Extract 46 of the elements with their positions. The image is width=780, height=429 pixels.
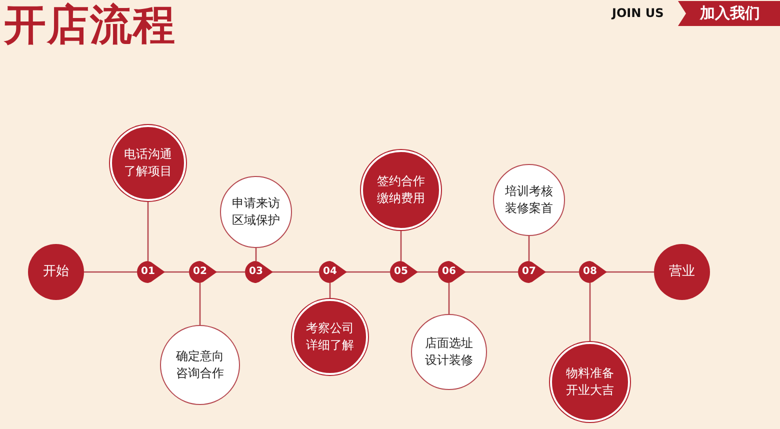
connector-line xyxy=(329,283,331,299)
connector-line xyxy=(605,271,654,273)
step-number-marker xyxy=(438,261,466,283)
connector-line xyxy=(84,271,137,273)
step-number-marker xyxy=(319,261,347,283)
title: 开店流程 xyxy=(4,2,176,48)
connector-line xyxy=(255,248,257,261)
connector-line xyxy=(544,271,579,273)
step-number: 05 xyxy=(394,264,408,279)
connector-line xyxy=(147,201,149,261)
connector-line xyxy=(464,271,518,273)
connector-line xyxy=(448,283,450,314)
step-number: 01 xyxy=(141,264,155,279)
connector-line xyxy=(589,283,591,342)
connector-line xyxy=(215,271,245,273)
step-text: 电话沟通了解项目 xyxy=(122,146,173,180)
step-number: 07 xyxy=(522,264,536,279)
step-number-marker xyxy=(189,261,217,283)
step-text: 开始 xyxy=(42,262,70,281)
step-number: 08 xyxy=(583,264,597,279)
header-text: JOIN US xyxy=(612,6,664,20)
step-number: 06 xyxy=(442,264,456,279)
step-number-marker xyxy=(518,261,546,283)
connector-line xyxy=(163,271,189,273)
step-text: 营业 xyxy=(668,262,696,281)
step-number: 02 xyxy=(193,264,207,279)
step-text: 确定意向咨询合作 xyxy=(174,348,225,382)
step-text: 物料准备开业大吉 xyxy=(564,364,615,399)
step-text: 店面选址设计装修 xyxy=(424,334,474,369)
connector-line xyxy=(416,271,438,273)
connector-line xyxy=(528,236,530,261)
connector-line xyxy=(345,271,390,273)
connector-line xyxy=(400,230,402,261)
step-text: 签约合作缴纳费用 xyxy=(376,172,426,207)
step-number-marker xyxy=(579,261,607,283)
step-text: 培训考核装修案首 xyxy=(504,182,554,217)
step-number-marker xyxy=(245,261,273,283)
step-number: 03 xyxy=(249,264,263,279)
step-text: 考察公司详细了解 xyxy=(304,320,355,354)
connector-line xyxy=(199,283,201,325)
step-number-marker xyxy=(137,261,165,283)
step-number: 04 xyxy=(323,264,337,279)
connector-line xyxy=(271,271,319,273)
step-number-marker xyxy=(390,261,418,283)
ribbon-banner: 加入我们 xyxy=(678,1,780,26)
step-text: 申请来访区域保护 xyxy=(230,194,281,229)
